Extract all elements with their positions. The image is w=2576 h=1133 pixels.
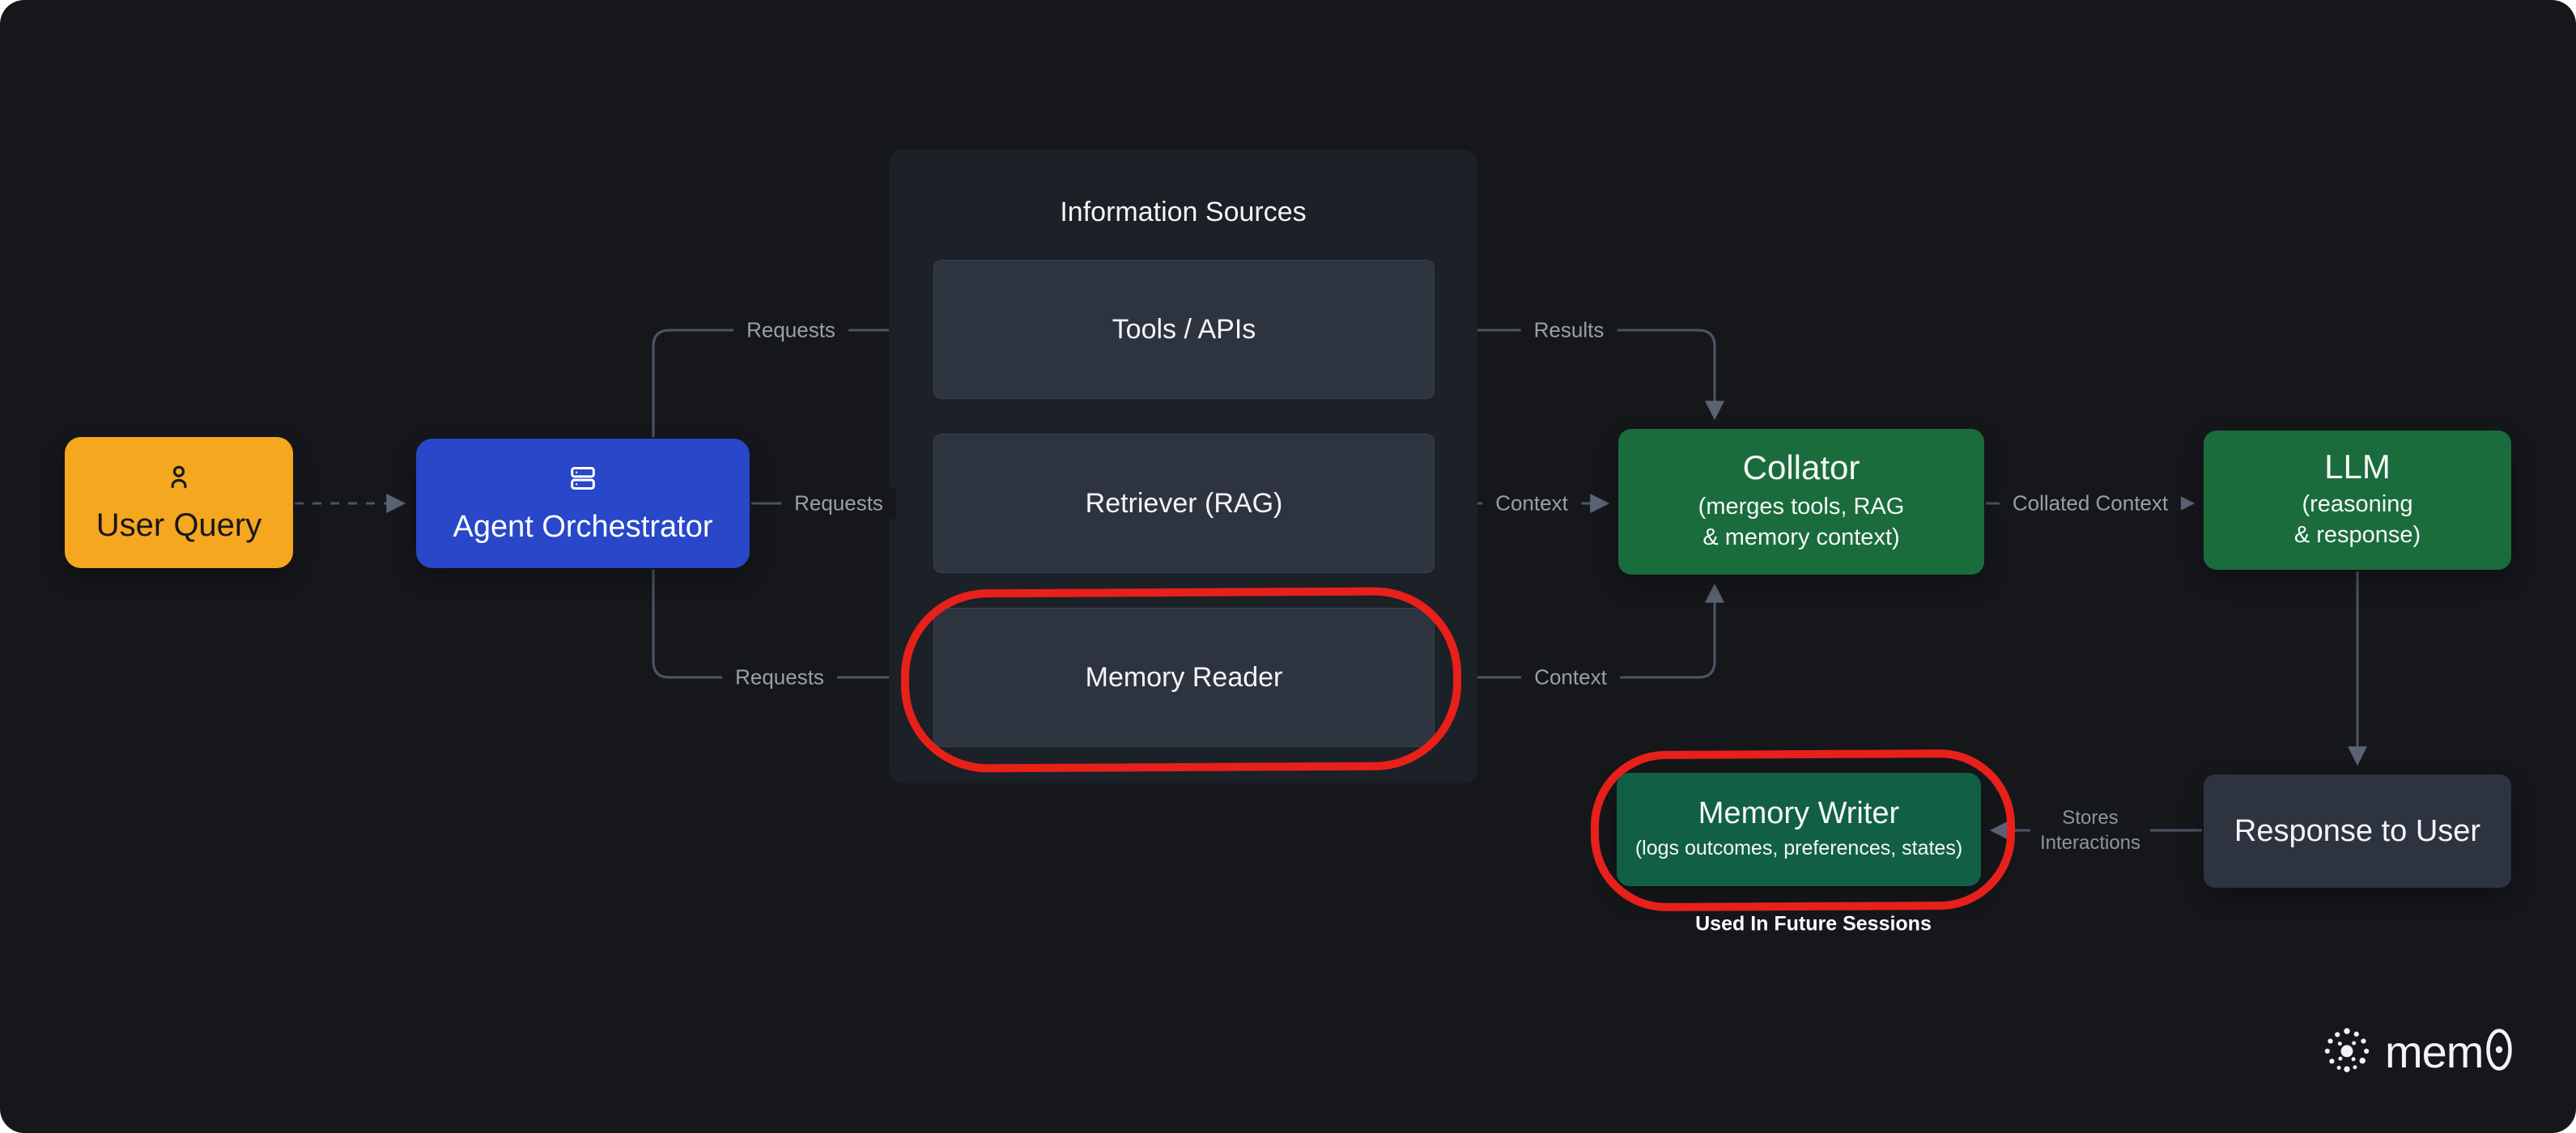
mem0-zero-glyph <box>2485 1027 2513 1076</box>
memory-reader-label: Memory Reader <box>1085 661 1283 693</box>
edge-memory-reader-to-collator <box>1436 583 1724 679</box>
llm-subtitle-line1: (reasoning <box>2302 491 2413 518</box>
information-sources-panel: Information Sources Tools / APIs Retriev… <box>889 150 1477 783</box>
node-memory-writer: Memory Writer (logs outcomes, preference… <box>1617 773 1981 886</box>
person-icon <box>163 461 195 498</box>
collator-subtitle: (merges tools, RAG & memory context) <box>1698 492 1905 553</box>
brand-mem0: mem <box>2322 1025 2513 1079</box>
node-collator: Collator (merges tools, RAG & memory con… <box>1618 429 1984 575</box>
tools-apis-label: Tools / APIs <box>1112 313 1256 345</box>
edge-label-results: Results <box>1520 314 1617 346</box>
collator-title: Collator <box>1742 448 1860 487</box>
node-llm: LLM (reasoning & response) <box>2204 431 2511 570</box>
retriever-rag-label: Retriever (RAG) <box>1085 487 1283 519</box>
edge-label-collated-context: Collated Context <box>1999 487 2182 520</box>
edge-label-requests-middle: Requests <box>781 487 896 520</box>
agent-orchestrator-label: Agent Orchestrator <box>453 510 713 544</box>
llm-subtitle-line2: & response) <box>2293 522 2421 549</box>
edge-label-context-bottom: Context <box>1521 661 1620 694</box>
memory-writer-title: Memory Writer <box>1698 796 1900 830</box>
node-memory-reader: Memory Reader <box>933 608 1435 747</box>
edge-orchestrator-to-tools <box>652 320 925 437</box>
edge-label-requests-bottom: Requests <box>722 661 837 694</box>
llm-subtitle: (reasoning & response) <box>2294 490 2421 550</box>
collator-subtitle-line1: (merges tools, RAG <box>1698 494 1905 520</box>
edge-label-context-middle: Context <box>1482 487 1581 520</box>
node-user-query: User Query <box>65 437 293 568</box>
information-sources-title: Information Sources <box>1060 197 1307 227</box>
used-in-future-sessions-label: Used In Future Sessions <box>1695 912 1932 936</box>
edge-label-requests-top: Requests <box>733 314 848 346</box>
node-response-to-user: Response to User <box>2204 774 2511 888</box>
collator-subtitle-line2: & memory context) <box>1702 524 1900 551</box>
edge-tools-to-collator <box>1436 329 1724 421</box>
node-tools-apis: Tools / APIs <box>933 260 1435 399</box>
edge-orchestrator-to-memory-reader <box>652 570 925 687</box>
response-to-user-label: Response to User <box>2234 813 2481 848</box>
brand-wordmark-mem: mem <box>2385 1025 2484 1077</box>
node-agent-orchestrator: Agent Orchestrator <box>416 439 750 568</box>
user-query-label: User Query <box>96 507 262 543</box>
memory-writer-subtitle: (logs outcomes, preferences, states) <box>1634 836 1963 859</box>
brand-wordmark: mem <box>2385 1027 2513 1076</box>
node-retriever-rag: Retriever (RAG) <box>933 434 1435 573</box>
server-stack-icon <box>567 462 599 499</box>
edge-label-stores-interactions: Stores Interactions <box>2030 801 2151 859</box>
mem0-burst-icon <box>2322 1025 2372 1079</box>
llm-title: LLM <box>2324 448 2391 486</box>
